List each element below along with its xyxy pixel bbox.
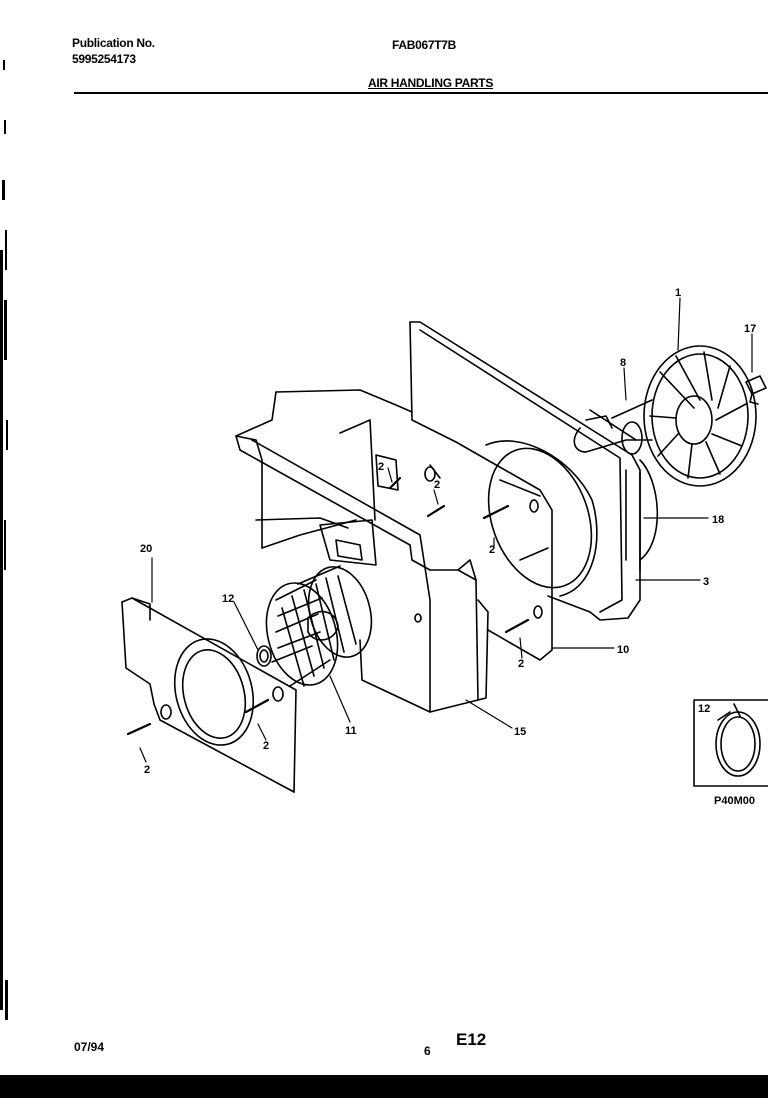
callout-8: 8 (620, 357, 626, 369)
inset-detail (693, 699, 768, 787)
air-handler-housing (235, 321, 641, 713)
inset-part-code: P40M00 (714, 795, 755, 807)
retaining-ring (256, 645, 272, 667)
footer-date: 07/94 (74, 1040, 105, 1054)
fan-motor (573, 409, 659, 571)
model-number: FAB067T7B (392, 38, 456, 52)
orifice-shroud (414, 440, 598, 661)
header-rule (74, 92, 768, 94)
callout-12: 12 (222, 593, 234, 605)
fan-clip (745, 375, 767, 405)
leader-lines (139, 297, 753, 763)
page-title: AIR HANDLING PARTS (368, 76, 494, 90)
blower-wheel (265, 565, 373, 687)
scan-bottom-bar (0, 1075, 768, 1098)
callout-2: 2 (518, 658, 524, 670)
callout-2: 2 (434, 479, 440, 491)
callout-2: 2 (144, 764, 150, 776)
callout-10: 10 (617, 644, 629, 656)
callout-20: 20 (140, 543, 152, 555)
footer-page-number: 6 (424, 1044, 431, 1058)
screws (126, 476, 530, 736)
publication-number: 5995254173 (72, 52, 136, 66)
callout-12-inset: 12 (698, 703, 710, 715)
callout-17: 17 (744, 323, 756, 335)
callout-2: 2 (263, 740, 269, 752)
callout-18: 18 (712, 514, 724, 526)
callout-15: 15 (514, 726, 526, 738)
publication-label: Publication No. (72, 36, 155, 50)
condenser-fan-blade (611, 345, 757, 487)
callout-2: 2 (378, 461, 384, 473)
front-panel (121, 597, 297, 793)
scan-edge-noise (0, 0, 14, 1075)
callout-1: 1 (675, 287, 681, 299)
parts-diagram: 1 17 8 18 3 10 15 11 12 20 2 2 2 2 2 2 1… (121, 287, 768, 807)
callout-3: 3 (703, 576, 709, 588)
callout-2: 2 (489, 544, 495, 556)
footer-section-code: E12 (456, 1030, 487, 1049)
callout-11: 11 (345, 725, 357, 737)
